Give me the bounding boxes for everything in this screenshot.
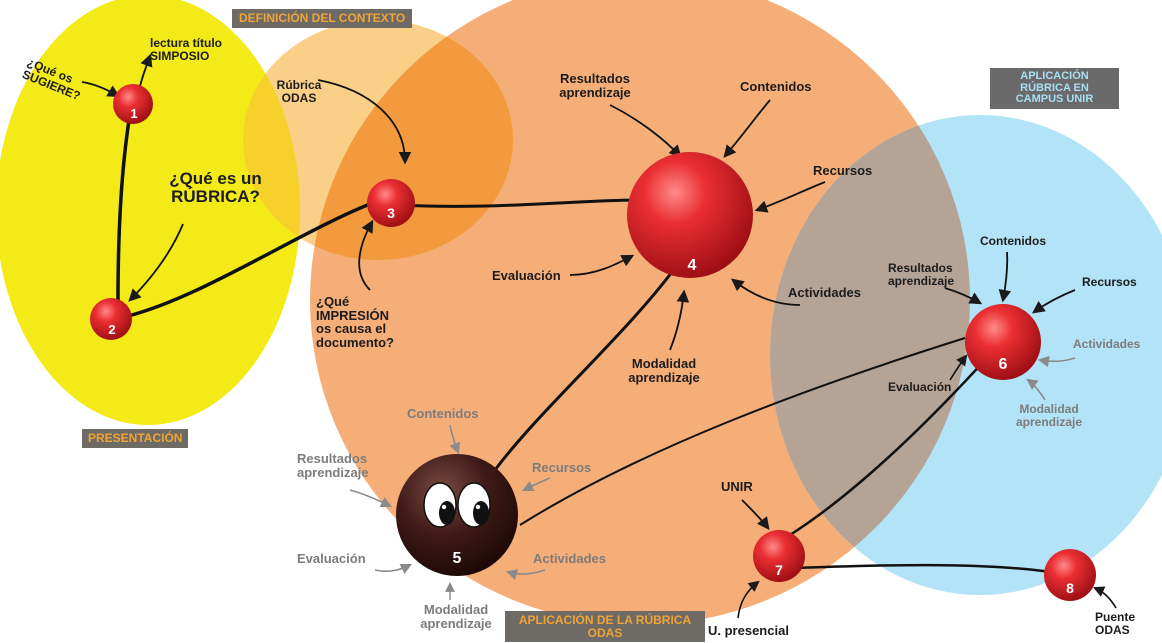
- arrow-presencial-7: [737, 580, 760, 619]
- arrow-rubrica-2: [128, 223, 184, 302]
- node-5-eyes: [423, 482, 491, 528]
- link-6-7: [789, 359, 986, 537]
- n4-label-modalidad: Modalidad aprendizaje: [628, 356, 700, 385]
- n6-label-resultados: Resultados aprendizaje: [888, 261, 955, 288]
- arrow-sugiere-1: [81, 81, 121, 98]
- arrow-contenidos-6: [998, 251, 1012, 303]
- n6-label-modalidad: Modalidad aprendizaje: [1015, 402, 1083, 429]
- banner-campus: APLICACIÓN RÚBRICA EN CAMPUS UNIR: [990, 68, 1119, 109]
- node-5-sphere: [396, 454, 518, 576]
- n5-label-actividades: Actividades: [533, 551, 606, 566]
- node-4-number: 4: [687, 257, 697, 274]
- arrow-grey-recursos-5: [521, 477, 551, 492]
- n5-label-modalidad: Modalidad aprendizaje: [420, 602, 492, 631]
- link-2-3: [119, 198, 381, 320]
- arrow-grey-actividades-5: [505, 569, 546, 580]
- arrow-grey-evaluacion-5: [374, 563, 413, 575]
- label-u-presencial: U. presencial: [708, 623, 789, 638]
- node-1-sphere: [113, 84, 153, 124]
- arrow-evaluacion-4: [569, 254, 635, 276]
- banner-application: APLICACIÓN DE LA RÚBRICA ODAS: [505, 611, 705, 643]
- node-5-number: 5: [452, 550, 462, 567]
- n5-label-contenidos: Contenidos: [407, 406, 479, 421]
- n6-label-evaluacion: Evaluación: [888, 380, 952, 394]
- node-8-number: 8: [1066, 580, 1074, 596]
- arrow-actividades-4: [731, 278, 801, 306]
- arrow-unir-7: [741, 499, 770, 531]
- arrow-puente-8: [1092, 586, 1117, 609]
- n4-label-evaluacion: Evaluación: [492, 268, 561, 283]
- n5-label-recursos: Recursos: [532, 460, 592, 475]
- n4-label-contenidos: Contenidos: [740, 79, 812, 94]
- n6-label-contenidos: Contenidos: [980, 234, 1046, 248]
- arrow-modalidad-4: [669, 289, 690, 351]
- region-presentation: [0, 0, 300, 425]
- arrow-grey-modalidad-6: [1026, 378, 1046, 401]
- link-4-5: [493, 271, 674, 471]
- arrow-grey-contenidos-5: [449, 424, 461, 455]
- arrow-odas-3: [317, 79, 412, 165]
- label-lectura-titulo: lectura título SIMPOSIO: [150, 36, 223, 63]
- n5-label-evaluacion: Evaluación: [297, 551, 366, 566]
- arrow-impresion-3: [358, 219, 374, 291]
- arrow-contenidos-4: [723, 99, 771, 158]
- arrow-grey-resultados-5: [349, 489, 393, 508]
- n4-label-actividades: Actividades: [788, 285, 861, 300]
- n6-label-actividades: Actividades: [1073, 337, 1141, 351]
- region-context-orange-overlap: [310, 20, 513, 260]
- link-1-2: [116, 107, 133, 301]
- node-4-sphere: [627, 152, 753, 278]
- banner-presentation: PRESENTACIÓN: [82, 429, 189, 448]
- node-7-sphere: [753, 530, 805, 582]
- link-5-6: [519, 337, 966, 526]
- node-2-number: 2: [108, 322, 116, 337]
- node-6-number: 6: [998, 356, 1008, 373]
- node-1-number: 1: [130, 106, 138, 121]
- label-rubrica-odas: Rúbrica ODAS: [276, 78, 322, 105]
- node-7-number: 7: [775, 562, 783, 578]
- label-puente-odas: Puente ODAS: [1095, 610, 1136, 637]
- link-3-4: [399, 198, 641, 208]
- n6-label-recursos: Recursos: [1082, 275, 1137, 289]
- node-2-sphere: [90, 298, 132, 340]
- region-overlap: [770, 115, 970, 595]
- arrow-grey-actividades-6: [1037, 355, 1076, 367]
- label-que-impresion: ¿Qué IMPRESIÓN os causa el documento?: [316, 294, 394, 350]
- n4-label-resultados: Resultados aprendizaje: [559, 71, 631, 100]
- arrow-evaluacion-6: [949, 354, 968, 381]
- arrow-resultados-6: [944, 287, 983, 305]
- n5-label-resultados: Resultados aprendizaje: [297, 451, 369, 480]
- link-7-8: [794, 563, 1051, 574]
- banner-context: DEFINICIÓN DEL CONTEXTO: [232, 9, 413, 28]
- node-3-number: 3: [387, 205, 395, 221]
- arrow-recursos-4: [754, 181, 826, 213]
- arrow-1-lectura: [139, 53, 153, 87]
- arrow-resultados-4: [609, 104, 682, 158]
- node-6-sphere: [965, 304, 1041, 380]
- arrow-recursos-6: [1031, 289, 1076, 314]
- n4-label-recursos: Recursos: [813, 163, 873, 178]
- label-unir: UNIR: [721, 479, 753, 494]
- node-8-sphere: [1044, 549, 1096, 601]
- node-3-sphere: [367, 179, 415, 227]
- label-que-es-rubrica: ¿Qué es un RÚBRICA?: [169, 169, 262, 206]
